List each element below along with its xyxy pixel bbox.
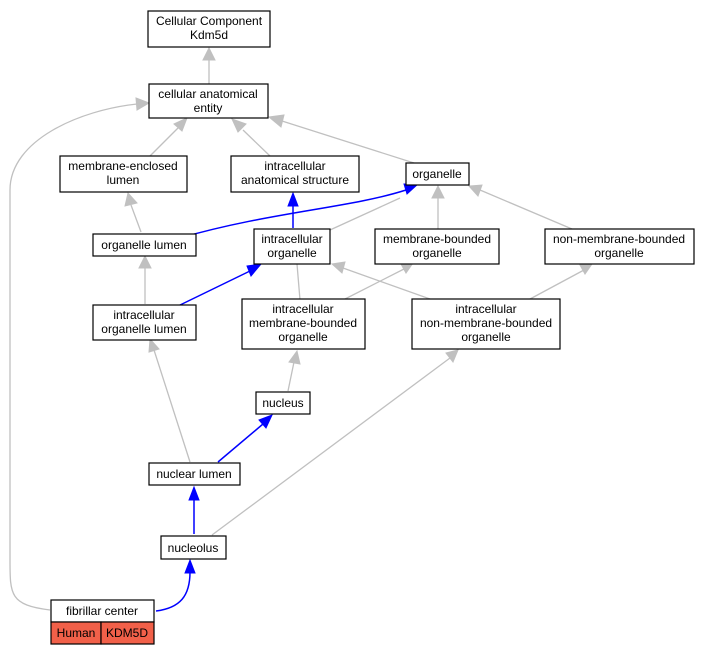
edge-iol-io [177, 270, 251, 307]
node-fibrillar-center[interactable]: fibrillar center Human KDM5D [50, 599, 155, 645]
node-imbo-line3: organelle [278, 330, 328, 344]
arrowhead [579, 263, 594, 275]
arrowhead [188, 485, 200, 501]
node-inmbo-line1: intracellular [455, 302, 516, 316]
edge-nl-nuc [217, 423, 264, 463]
node-imbo-line1: intracellular [272, 302, 333, 316]
arrowhead [246, 263, 263, 277]
nodes: Cellular Component Kdm5d cellular anatom… [50, 10, 695, 645]
edge-inmbo-nmbo [529, 269, 585, 300]
arrowhead [138, 254, 152, 269]
node-nuclear-lumen[interactable]: nuclear lumen [148, 462, 241, 486]
edges [9, 46, 594, 612]
node-inmbo-line3: organelle [461, 330, 511, 344]
arrowhead [173, 117, 188, 132]
node-root-line2: Kdm5d [190, 28, 228, 42]
node-mbo-line2: organelle [412, 246, 462, 260]
edge-io-org [329, 197, 401, 231]
node-ias-line1: intracellular [264, 159, 325, 173]
arrowhead [184, 558, 196, 574]
arrowhead [258, 414, 273, 429]
node-root-line1: Cellular Component [156, 14, 263, 28]
arrowhead [431, 184, 445, 199]
node-nmbo-line2: organelle [594, 246, 644, 260]
node-mel-line2: lumen [107, 173, 140, 187]
arrowhead [287, 191, 299, 207]
gene-tag-label: KDM5D [106, 626, 148, 640]
node-inmbo-line2: non-membrane-bounded [420, 316, 552, 330]
node-cellular-anatomical-entity[interactable]: cellular anatomical entity [148, 83, 269, 119]
node-organelle-lumen[interactable]: organelle lumen [92, 233, 197, 257]
node-intracellular-membrane-bounded-organelle[interactable]: intracellular membrane-bounded organelle [241, 298, 366, 350]
edge-org-cae [281, 120, 415, 164]
node-io-line2: organelle [267, 246, 317, 260]
edge-ias-cae [242, 129, 271, 157]
node-ias-line2: anatomical structure [241, 173, 349, 187]
edge-inmbo-io [342, 267, 431, 300]
node-fc-line1: fibrillar center [66, 604, 138, 618]
node-nucleus[interactable]: nucleus [255, 391, 311, 415]
arrowhead [231, 118, 247, 133]
node-organelle[interactable]: organelle [405, 162, 470, 186]
species-tag-label: Human [57, 626, 96, 640]
node-mbo-line1: membrane-bounded [383, 232, 491, 246]
node-intracellular-non-membrane-bounded-organelle[interactable]: intracellular non-membrane-bounded organ… [411, 298, 561, 350]
arrowhead [467, 184, 483, 197]
node-membrane-enclosed-lumen[interactable]: membrane-enclosed lumen [59, 155, 188, 193]
edge-nuc-imbo [287, 361, 295, 392]
node-nucleolus-line1: nucleolus [168, 541, 219, 555]
node-cae-line1: cellular anatomical [158, 87, 257, 101]
arrowhead [135, 97, 151, 111]
node-ol-line1: organelle lumen [101, 238, 186, 252]
node-iol-line2: organelle lumen [101, 322, 186, 336]
gene-tag [100, 621, 155, 645]
node-non-membrane-bounded-organelle[interactable]: non-membrane-bounded organelle [544, 228, 695, 265]
edge-fc-nucleolus [155, 571, 191, 612]
node-nucleolus[interactable]: nucleolus [160, 535, 227, 560]
node-root[interactable]: Cellular Component Kdm5d [147, 10, 271, 48]
node-intracellular-organelle-lumen[interactable]: intracellular organelle lumen [92, 304, 197, 341]
edge-ol-mel [130, 204, 142, 233]
node-nuc-line1: nucleus [262, 396, 303, 410]
node-iol-line1: intracellular [113, 308, 174, 322]
node-intracellular-organelle[interactable]: intracellular organelle [253, 228, 331, 265]
edge-mel-cae [149, 127, 179, 157]
arrowhead [202, 46, 216, 61]
arrowhead [330, 261, 346, 274]
node-io-line1: intracellular [261, 232, 322, 246]
node-nl-line1: nuclear lumen [156, 467, 231, 481]
node-nmbo-line1: non-membrane-bounded [553, 232, 685, 246]
node-membrane-bounded-organelle[interactable]: membrane-bounded organelle [374, 228, 500, 265]
node-cae-line2: entity [194, 101, 223, 115]
node-mel-line1: membrane-enclosed [68, 159, 177, 173]
edge-nmbo-org [479, 189, 573, 230]
edge-nl-iol [153, 349, 191, 463]
arrowhead [124, 191, 138, 207]
edge-nucleolus-inmbo [211, 357, 451, 536]
edge-imbo-mbo [344, 268, 405, 300]
node-imbo-line2: membrane-bounded [249, 316, 357, 330]
arrowhead [148, 337, 160, 353]
node-org-line1: organelle [412, 167, 462, 181]
arrowhead [445, 349, 459, 363]
arrowhead [267, 114, 285, 128]
arrowhead [288, 349, 301, 365]
edge-imbo-io [296, 263, 301, 301]
edge-ol-org [179, 189, 407, 239]
node-intracellular-anatomical-structure[interactable]: intracellular anatomical structure [230, 155, 360, 193]
edge-fc-cae [9, 103, 138, 611]
